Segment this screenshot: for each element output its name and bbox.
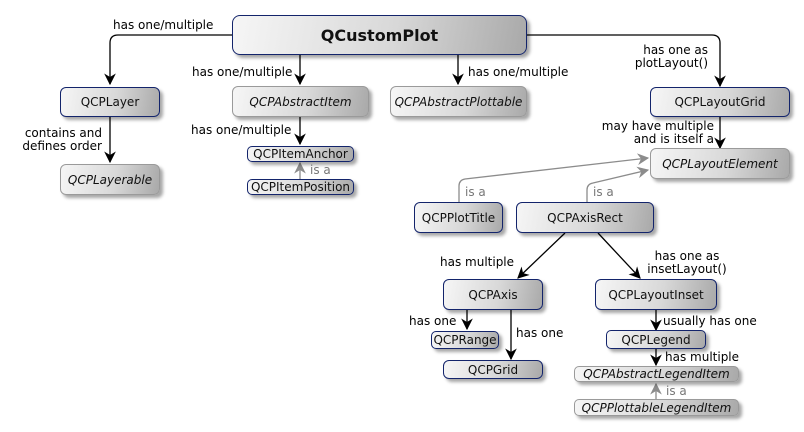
label-axisrect-axis: has multiple bbox=[440, 255, 515, 269]
node-qcpitemposition[interactable]: QCPItemPosition bbox=[247, 179, 354, 195]
edge-axisrect-element bbox=[586, 166, 650, 202]
label-layer-layerable-line1: contains and bbox=[24, 126, 102, 140]
label-layer-layerable: contains and defines order bbox=[16, 127, 102, 153]
node-qcplegend[interactable]: QCPLegend bbox=[606, 330, 706, 349]
label-item-anchor: has one/multiple bbox=[191, 123, 292, 137]
label-title-element: is a bbox=[465, 185, 486, 199]
edge-plot-layoutgrid bbox=[527, 34, 726, 88]
label-axis-grid: has one bbox=[516, 326, 564, 340]
label-axisrect-inset-line2: insetLayout() bbox=[647, 262, 727, 276]
node-qcpabstractitem[interactable]: QCPAbstractItem bbox=[232, 86, 369, 117]
label-plottableitem-abstractitem: is a bbox=[666, 384, 687, 398]
node-qcpplottablelegenditem[interactable]: QCPPlottableLegendItem bbox=[574, 399, 739, 416]
node-qcplayoutgrid[interactable]: QCPLayoutGrid bbox=[650, 87, 790, 117]
node-qcustomplot[interactable]: QCustomPlot bbox=[232, 15, 527, 55]
node-qcpplottitle[interactable]: QCPPlotTitle bbox=[414, 202, 503, 233]
label-axisrect-inset: has one as insetLayout() bbox=[644, 250, 730, 276]
node-qcplayer[interactable]: QCPLayer bbox=[60, 87, 160, 117]
edge-axisrect-axis bbox=[517, 232, 566, 279]
label-plot-layoutgrid: has one as plotLayout() bbox=[620, 44, 708, 70]
label-grid-element-line1: may have multiple bbox=[601, 119, 714, 133]
label-inset-legend: usually has one bbox=[663, 314, 757, 328]
label-axis-range: has one bbox=[409, 314, 457, 328]
label-axisrect-inset-line1: has one as bbox=[654, 249, 720, 263]
label-axisrect-element: is a bbox=[593, 185, 614, 199]
label-grid-element-line2: and is itself a bbox=[633, 132, 714, 146]
label-layer-layerable-line2: defines order bbox=[22, 139, 102, 153]
label-grid-element: may have multiple and is itself a bbox=[590, 120, 714, 146]
node-qcpgrid[interactable]: QCPGrid bbox=[443, 360, 543, 379]
label-legend-items: has multiple bbox=[665, 350, 740, 364]
node-qcpabstractlegenditem[interactable]: QCPAbstractLegendItem bbox=[574, 366, 739, 382]
node-qcplayerable[interactable]: QCPLayerable bbox=[60, 164, 160, 195]
label-position-anchor: is a bbox=[310, 163, 331, 177]
label-plot-layoutgrid-line2: plotLayout() bbox=[634, 56, 708, 70]
node-qcpaxis[interactable]: QCPAxis bbox=[443, 279, 543, 310]
node-qcpitemanchor[interactable]: QCPItemAnchor bbox=[247, 146, 354, 162]
label-plot-plottable: has one/multiple bbox=[468, 65, 569, 79]
node-qcpaxisrect[interactable]: QCPAxisRect bbox=[516, 202, 654, 233]
node-qcpabstractplottable[interactable]: QCPAbstractPlottable bbox=[390, 86, 527, 117]
label-plot-layoutgrid-line1: has one as bbox=[643, 43, 708, 57]
node-qcplayoutinset[interactable]: QCPLayoutInset bbox=[595, 279, 717, 310]
node-qcplayoutelement[interactable]: QCPLayoutElement bbox=[650, 148, 790, 179]
edge-plot-layer bbox=[104, 34, 232, 86]
edge-axisrect-inset bbox=[597, 232, 641, 279]
edge-title-element bbox=[458, 153, 650, 202]
label-plot-item: has one/multiple bbox=[192, 65, 293, 79]
node-qcprange[interactable]: QCPRange bbox=[431, 331, 499, 349]
label-plot-layer: has one/multiple bbox=[113, 18, 214, 32]
